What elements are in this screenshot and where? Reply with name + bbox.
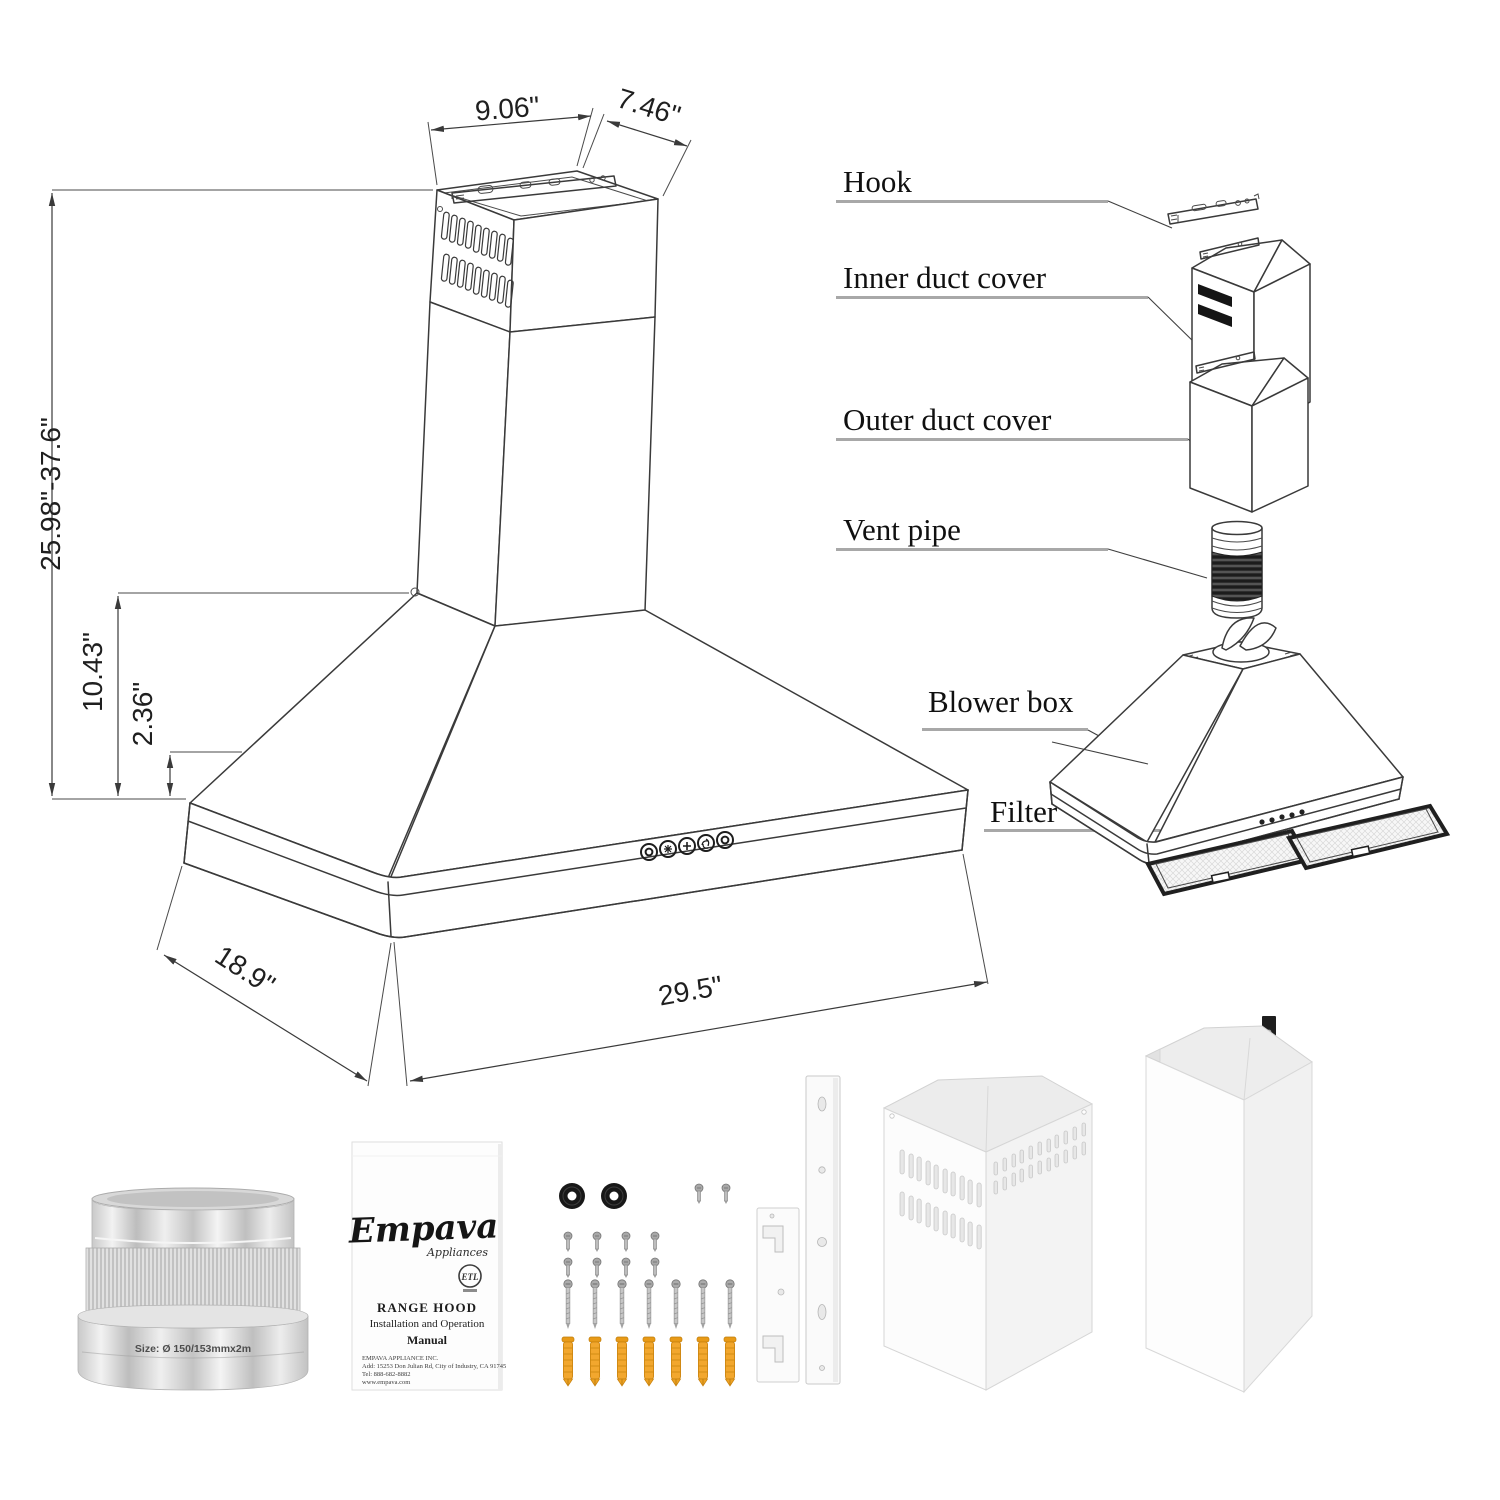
- control-buttons: [640, 831, 734, 861]
- label-blower-box: Blower box: [928, 684, 1074, 719]
- photo-manual: Empava Appliances ETL RANGE HOOD Install…: [347, 1141, 506, 1391]
- dim-label-base-width: 29.5": [656, 970, 725, 1012]
- exploded-parts-diagram: Hook Inner duct cover Outer duct cover V…: [836, 164, 1451, 897]
- exploded-labels: Hook Inner duct cover Outer duct cover V…: [836, 164, 1227, 862]
- part-hook: [1167, 193, 1260, 225]
- chimney-hook-bracket: [451, 175, 617, 204]
- label-filter: Filter: [990, 794, 1058, 829]
- dim-label-hood-height: 10.43": [77, 632, 108, 712]
- photo-flex-duct: Size: Ø 150/153mmx2m: [77, 1187, 309, 1391]
- filter-handle: [1210, 871, 1231, 884]
- manual-line1: Installation and Operation: [370, 1318, 485, 1330]
- underline-hook: [836, 200, 1108, 203]
- manual-line2: Manual: [407, 1333, 448, 1347]
- dim-label-rim-height: 2.36": [127, 682, 158, 746]
- part-outer-duct-cover: [1189, 351, 1309, 513]
- photo-outer-duct-cover: [1144, 1016, 1313, 1394]
- dim-height-range: 25.98"-37.6": [35, 189, 433, 800]
- dim-rim-height: 2.36": [127, 682, 242, 796]
- rubber-washer: [600, 1182, 628, 1210]
- manual-company: EMPAVA APPLIANCE INC.: [362, 1355, 439, 1362]
- manual-web: www.empava.com: [362, 1379, 410, 1386]
- underline-outer-duct-cover: [836, 438, 1188, 441]
- inner-cover-top-bracket: [1199, 237, 1260, 260]
- duct-size-label: Size: Ø 150/153mmx2m: [135, 1343, 251, 1355]
- underline-filter: [984, 829, 1160, 832]
- blower-buttons: [1259, 809, 1305, 825]
- pyramid-hood: [183, 587, 969, 939]
- screw-hole: [437, 206, 443, 212]
- photo-hanging-bracket: [756, 1207, 800, 1383]
- dim-top-width: 9.06": [427, 91, 594, 186]
- manual-tel: Tel: 888-682-8882: [362, 1371, 410, 1378]
- photo-inner-duct-cover: [882, 1075, 1094, 1391]
- manual-brand: Empava: [347, 1206, 499, 1251]
- dim-label-base-depth: 18.9": [210, 939, 281, 1000]
- dim-label-top-width: 9.06": [474, 91, 541, 127]
- dim-label-top-depth: 7.46": [613, 82, 684, 131]
- etl-mark-icon: ETL: [458, 1264, 482, 1292]
- manual-title: RANGE HOOD: [377, 1300, 477, 1315]
- underline-inner-duct-cover: [836, 296, 1148, 299]
- photo-hardware-kit: [558, 1182, 737, 1387]
- part-filters: [1145, 803, 1451, 897]
- svg-text:ETL: ETL: [461, 1272, 480, 1282]
- underline-vent-pipe: [836, 548, 1108, 551]
- label-vent-pipe: Vent pipe: [843, 512, 961, 547]
- damper-flap: [1221, 617, 1255, 651]
- label-hook: Hook: [843, 164, 912, 199]
- inner-cover-slot: [1198, 304, 1232, 327]
- hood-dimension-drawing: 9.06" 7.46" 25.98"-37.6" 10.43": [35, 82, 989, 1087]
- included-parts-photos: Size: Ø 150/153mmx2m Empava Appliances E…: [77, 1016, 1313, 1394]
- manual-address: Add: 15253 Don Julian Rd, City of Indust…: [362, 1363, 506, 1370]
- part-vent-pipe: [1211, 520, 1263, 619]
- label-inner-duct-cover: Inner duct cover: [843, 260, 1047, 295]
- manual-brand-sub: Appliances: [426, 1246, 488, 1259]
- photo-mounting-bar: [805, 1075, 841, 1385]
- rubber-washer: [558, 1182, 586, 1210]
- inner-cover-slot: [1198, 284, 1232, 307]
- filter-handle: [1350, 845, 1371, 858]
- damper-flap: [1239, 622, 1277, 651]
- dim-hood-height: 10.43": [77, 592, 409, 796]
- underline-blower-box: [922, 728, 1088, 731]
- dim-label-height-range: 25.98"-37.6": [35, 417, 66, 571]
- chimney-body: [416, 301, 656, 627]
- label-outer-duct-cover: Outer duct cover: [843, 402, 1052, 437]
- part-blower-box: [1049, 617, 1404, 865]
- outer-cover-top-bracket: [1195, 351, 1256, 374]
- chimney-top-box: [429, 170, 659, 333]
